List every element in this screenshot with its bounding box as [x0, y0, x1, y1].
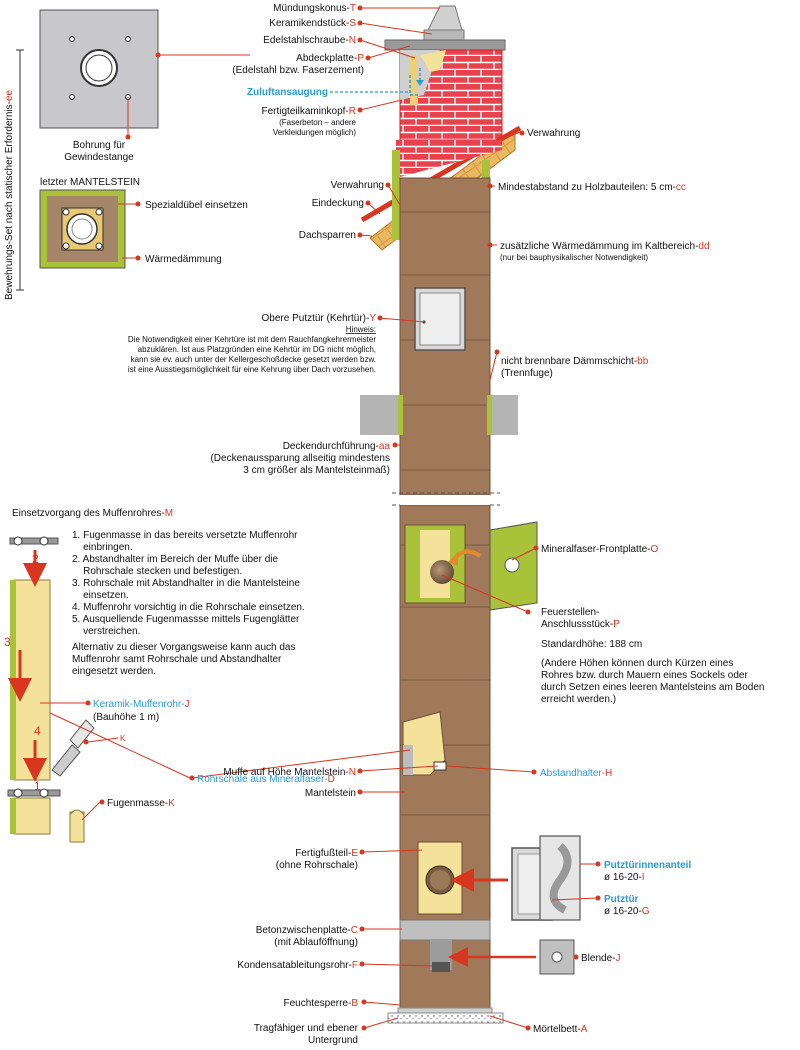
label-deckendurchfuehrung-sub2: 3 cm größer als Mantelsteinmaß)	[243, 465, 390, 476]
label-abdeckplatte: Abdeckplatte-P	[296, 53, 364, 64]
label-putztuer: Putztür	[604, 894, 639, 905]
label-fertigfussteil-sub: (ohne Rohrschale)	[276, 860, 358, 871]
label-blende: Blende-J	[581, 953, 620, 964]
side-label-code: ee	[4, 89, 15, 101]
hinweis-line-3: kann sie ev. auch unter der Kellergescho…	[131, 355, 376, 364]
insertion-step-line-1: 1. Fugenmasse in das bereits versetzte M…	[72, 530, 298, 541]
label-moertelbett: Mörtelbett-A	[533, 1024, 588, 1035]
label-daemmschicht-sub: (Trennfuge)	[501, 368, 553, 379]
label-zuluft: Zuluftansaugung	[247, 87, 328, 98]
last-stone-title: letzter MANTELSTEIN	[40, 177, 140, 188]
chimney-shaft	[360, 177, 518, 1024]
step-mark-1: 1	[34, 779, 41, 793]
label-muendungskonus: Mündungskonus-T	[273, 3, 356, 14]
leader-lines	[40, 5, 601, 1031]
label-mantelstein: Mantelstein	[305, 788, 356, 799]
label-kondensat: Kondensatableitungsrohr-F	[237, 960, 358, 971]
insertion-step-line-7: 4. Muffenrohr vorsichtig in die Rohrscha…	[72, 602, 305, 613]
label-standardhoehe: Standardhöhe: 188 cm	[541, 639, 642, 650]
step-mark-2: 2	[32, 552, 39, 566]
label-eindeckung: Eindeckung	[312, 198, 364, 209]
insertion-step-line-4: Rohrschale stecken und befestigen.	[72, 566, 242, 577]
insertion-alt-line-1: Alternativ zu dieser Vorgangsweise kann …	[72, 642, 295, 653]
label-mindestabstand: Mindestabstand zu Holzbauteilen: 5 cm-cc	[498, 182, 686, 193]
label-mineralfaser-frontplatte: Mineralfaser-Frontplatte-O	[541, 544, 658, 555]
label-abstandhalter: Abstandhalter-H	[540, 768, 612, 779]
insertion-step-line-3: 2. Abstandhalter im Bereich der Muffe üb…	[72, 554, 278, 565]
label-keramikendstueck: Keramikendstück-S	[269, 18, 356, 29]
label-kaminkopf-sub2: Verkleidungen möglich)	[273, 128, 356, 137]
cover-plate-top-view: Bohrung für Gewindestange	[39, 9, 250, 163]
label-kaminkopf-sub1: (Faserbeton – andere	[279, 118, 356, 127]
dowel-label: Spezialdübel einsetzen	[145, 200, 248, 211]
drill-hole-caption-1: Bohrung für	[73, 140, 126, 151]
caulk-tube-code: K	[120, 734, 126, 743]
insertion-title: Einsetzvorgang des Muffenrohres-M	[12, 508, 173, 519]
label-rohrschale: Rohrschale aus Mineralfaser-D	[197, 774, 335, 785]
insertion-step-line-9: verstreichen.	[72, 626, 140, 637]
insertion-step-line-2: einbringen.	[72, 542, 133, 553]
label-muffe: Muffe auf Höhe Mantelstein-N	[223, 767, 356, 778]
hinweis-title: Hinweis:	[346, 325, 376, 334]
label-obere-putztuer: Obere Putztür (Kehrtür)-Y	[262, 313, 377, 324]
label-standardhoehe-sub1: (Andere Höhen können durch Kürzen eines	[541, 658, 733, 669]
step-mark-3: 3	[4, 635, 11, 649]
label-feuerstellen-1: Feuerstellen-	[541, 607, 599, 618]
insertion-alt-line-2: Muffenrohr samt Rohrschale und Abstandha…	[72, 654, 282, 665]
side-label-text: Bewehrungs-Set nach statischer Erfordern…	[4, 101, 15, 300]
label-verwahrung-right: Verwahrung	[527, 128, 580, 139]
label-keramik-muffenrohr: Keramik-Muffenrohr-J	[93, 699, 190, 710]
label-kaminkopf: Fertigteilkaminkopf-R	[262, 106, 357, 117]
label-standardhoehe-sub2: Rohres bzw. durch Mauern eines Sockels o…	[541, 670, 748, 681]
reinforcement-side-label: Bewehrungs-Set nach statischer Erfordern…	[4, 49, 24, 300]
insertion-step-line-5: 3. Rohrschale mit Abstandhalter in die M…	[72, 578, 300, 589]
label-deckendurchfuehrung-sub1: (Deckenaussparung allseitig mindestens	[210, 453, 390, 464]
last-mantelstein-top-view: letzter MANTELSTEIN Spezialdübel einsetz…	[39, 177, 248, 269]
label-abdeckplatte-sub: (Edelstahl bzw. Faserzement)	[232, 65, 364, 76]
insertion-illustration: 2 3 4 1 K	[4, 536, 126, 843]
drill-hole-caption-2: Gewindestange	[64, 152, 134, 163]
label-waermedaemmung-kalt-sub: (nur bei bauphysikalischer Notwendigkeit…	[500, 253, 648, 262]
label-fertigfussteil: Fertigfußteil-E	[295, 848, 358, 859]
hinweis-line-4: ist eine Ausstiegsmöglichkeit für eine K…	[128, 365, 376, 374]
label-fugenmasse: Fugenmasse-K	[107, 798, 175, 809]
hinweis-line-2: abzuklären. Ist aus Platzgründen eine Ke…	[138, 345, 376, 354]
label-feuerstellen-2: Anschlussstück-P	[541, 619, 620, 630]
label-waermedaemmung-kalt: zusätzliche Wärmedämmung im Kaltbereich-…	[500, 241, 710, 252]
label-putztuerinnenanteil-size: ø 16-20-I	[604, 872, 645, 883]
insertion-alt-line-3: eingesetzt werden.	[72, 666, 156, 677]
step-mark-4: 4	[34, 724, 41, 738]
label-putztuerinnenanteil: Putztürinnenanteil	[604, 860, 691, 871]
label-putztuer-size: ø 16-20-G	[604, 906, 650, 917]
label-betonzwischenplatte: Betonzwischenplatte-C	[256, 925, 358, 936]
svg-text:Bewehrungs-Set nach statischer: Bewehrungs-Set nach statischer Erfordern…	[4, 89, 15, 300]
label-keramik-muffenrohr-sub: (Bauhöhe 1 m)	[93, 712, 159, 723]
label-untergrund-1: Tragfähiger und ebener	[254, 1023, 359, 1034]
insertion-step-line-8: 5. Ausquellende Fugenmassse mittels Fuge…	[72, 614, 300, 625]
label-feuchtesperre: Feuchtesperre-B	[284, 998, 359, 1009]
label-dachsparren: Dachsparren	[299, 230, 356, 241]
label-edelstahlschraube: Edelstahlschraube-N	[263, 35, 356, 46]
label-deckendurchfuehrung: Deckendurchführung-aa	[283, 441, 391, 452]
label-daemmschicht: nicht brennbare Dämmschicht-bb	[501, 356, 649, 367]
label-untergrund-2: Untergrund	[308, 1035, 358, 1045]
insulation-label: Wärmedämmung	[145, 254, 222, 265]
label-standardhoehe-sub3: durch Setzen eines leeren Mantelsteins a…	[541, 682, 764, 693]
labels: Mündungskonus-T Keramikendstück-S Edelst…	[12, 3, 764, 1046]
insertion-step-line-6: einsetzen.	[72, 590, 129, 601]
label-betonzwischenplatte-sub: (mit Ablauföffnung)	[274, 937, 358, 948]
hinweis-line-1: Die Notwendigkeit einer Kehrtüre ist mit…	[128, 335, 376, 344]
label-verwahrung-left: Verwahrung	[331, 180, 384, 191]
label-standardhoehe-sub4: erreicht werden.)	[541, 694, 616, 705]
side-components	[448, 521, 581, 975]
